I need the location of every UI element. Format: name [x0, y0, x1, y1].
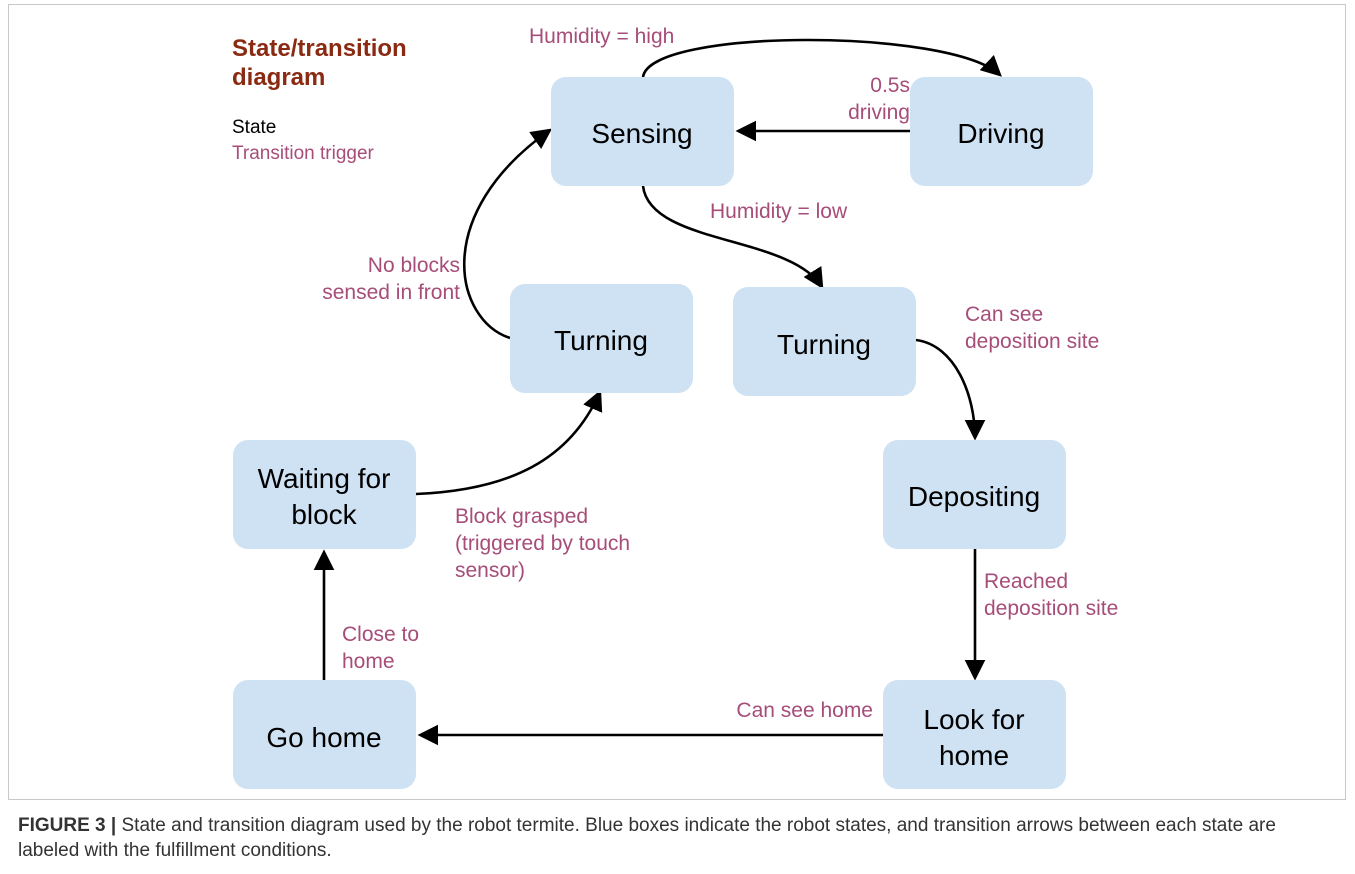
state-turning-right-label: Turning	[777, 329, 871, 360]
trigger-close-to-home: Close to home	[342, 623, 419, 673]
transition-edges	[313, 38, 1002, 746]
trigger-labels: Humidity = high 0.5s driving Humidity = l…	[322, 25, 1118, 722]
state-depositing-label: Depositing	[908, 481, 1040, 512]
caption-label: FIGURE 3 |	[18, 815, 117, 836]
state-go-home-label-line: Go home	[266, 722, 381, 753]
state-look-for-home: Look for home	[883, 680, 1066, 789]
edge-sensing-to-turning-right	[641, 185, 824, 290]
state-driving-label: Driving	[957, 118, 1044, 149]
caption-text: State and transition diagram used by the…	[18, 815, 1276, 861]
trigger-reached-site-line: deposition site	[984, 597, 1118, 620]
trigger-humidity-high-line: Humidity = high	[529, 25, 674, 48]
state-look-for-home-label: Look for home	[923, 704, 1024, 771]
state-waiting-label-line: block	[291, 499, 357, 530]
state-depositing-label-line: Depositing	[908, 481, 1040, 512]
trigger-block-grasped: Block grasped (triggered by touch sensor)	[455, 505, 630, 582]
state-go-home: Go home	[233, 680, 416, 789]
state-go-home-label: Go home	[266, 722, 381, 753]
state-sensing: Sensing	[551, 77, 734, 186]
trigger-humidity-low-line: Humidity = low	[710, 200, 848, 223]
trigger-can-see-home: Can see home	[736, 699, 873, 722]
trigger-no-blocks-line: sensed in front	[322, 281, 460, 304]
trigger-humidity-high: Humidity = high	[529, 25, 674, 48]
state-waiting-label: Waiting for block	[258, 463, 391, 530]
trigger-humidity-low: Humidity = low	[710, 200, 848, 223]
state-turning-left-label: Turning	[554, 325, 648, 356]
trigger-no-blocks: No blocks sensed in front	[322, 254, 460, 304]
trigger-driving-time: 0.5s driving	[848, 74, 910, 124]
state-turning-right: Turning	[733, 287, 916, 396]
state-waiting-for-block: Waiting for block	[233, 440, 416, 549]
trigger-driving-time-line: 0.5s	[870, 74, 910, 97]
trigger-close-to-home-line: home	[342, 650, 395, 673]
trigger-can-see-site: Can see deposition site	[965, 303, 1099, 353]
state-turning-left: Turning	[510, 284, 693, 393]
state-look-for-home-label-line: home	[939, 740, 1009, 771]
trigger-close-to-home-line: Close to	[342, 623, 419, 646]
legend-trigger-label: Transition trigger	[232, 143, 375, 164]
state-driving: Driving	[910, 77, 1093, 186]
figure-caption: FIGURE 3 | State and transition diagram …	[18, 813, 1338, 863]
edge-sensing-to-driving	[641, 38, 1002, 78]
trigger-no-blocks-line: No blocks	[368, 254, 460, 277]
state-sensing-label-line: Sensing	[591, 118, 692, 149]
trigger-can-see-site-line: deposition site	[965, 330, 1099, 353]
state-depositing: Depositing	[883, 440, 1066, 549]
state-driving-label-line: Driving	[957, 118, 1044, 149]
state-sensing-label: Sensing	[591, 118, 692, 149]
state-look-for-home-label-line: Look for	[923, 704, 1024, 735]
state-waiting-label-line: Waiting for	[258, 463, 391, 494]
trigger-block-grasped-line: (triggered by touch	[455, 532, 630, 555]
legend-title-line: State/transition	[232, 35, 407, 62]
trigger-driving-time-line: driving	[848, 101, 910, 124]
trigger-block-grasped-line: Block grasped	[455, 505, 588, 528]
legend-title-line: diagram	[232, 64, 325, 91]
trigger-can-see-site-line: Can see	[965, 303, 1043, 326]
edge-turning-right-to-depositing	[915, 338, 986, 441]
states: Sensing Driving Turning Turning Waiting …	[233, 77, 1093, 789]
state-turning-right-label-line: Turning	[777, 329, 871, 360]
trigger-can-see-home-line: Can see home	[736, 699, 873, 722]
state-turning-left-label-line: Turning	[554, 325, 648, 356]
trigger-reached-site-line: Reached	[984, 570, 1068, 593]
edge-turning-left-to-sensing	[463, 128, 553, 340]
trigger-reached-site: Reached deposition site	[984, 570, 1118, 620]
trigger-block-grasped-line: sensor)	[455, 559, 525, 582]
figure-frame	[8, 4, 1346, 800]
edge-waiting-to-turning-left	[415, 389, 603, 496]
legend-state-label: State	[232, 117, 276, 138]
